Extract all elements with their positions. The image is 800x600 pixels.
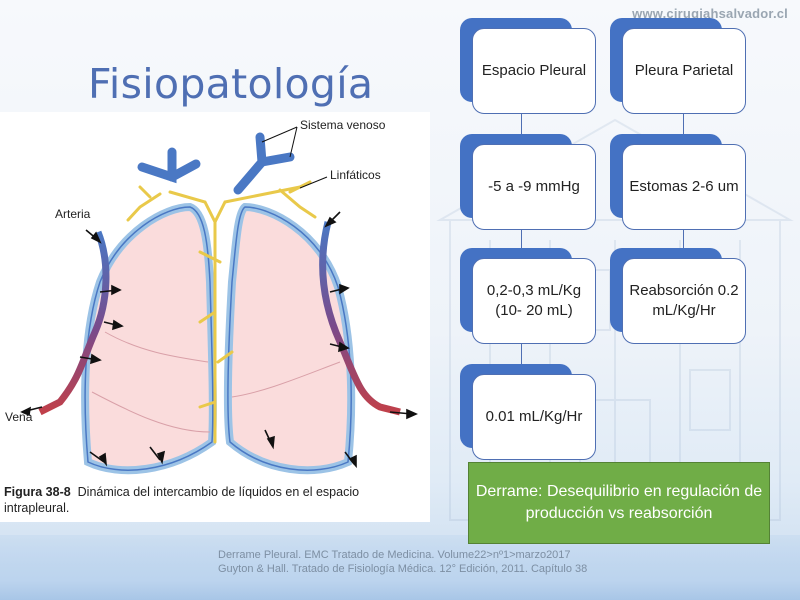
box-produccion: 0.01 mL/Kg/Hr — [472, 374, 596, 460]
right-lung-pleura-line — [227, 206, 352, 471]
box-text: 0,2-0,3 mL/Kg (10- 20 mL) — [486, 282, 582, 319]
venous-system — [137, 132, 295, 195]
reference-1: Derrame Pleural. EMC Tratado de Medicina… — [218, 549, 571, 561]
lung-illustration — [20, 126, 418, 475]
box-reabsorcion: Reabsorción 0.2 mL/Kg/Hr — [622, 258, 746, 344]
slide-title: Fisiopatología — [88, 60, 374, 108]
pleura-figure: Sistema venoso Linfáticos Arteria Vena F… — [0, 112, 430, 522]
box-text: -5 a -9 mmHg — [488, 178, 580, 195]
left-artery — [38, 230, 110, 416]
box-estomas: Estomas 2-6 um — [622, 144, 746, 230]
conclusion-box: Derrame: Desequilibrio en regulación de … — [468, 462, 770, 544]
reference-2: Guyton & Hall. Tratado de Fisiología Méd… — [218, 563, 588, 575]
site-url[interactable]: www.cirugiahsalvador.cl — [632, 6, 788, 21]
box-text: Estomas 2-6 um — [629, 178, 739, 195]
left-connector — [521, 30, 522, 430]
lymphatic-vessels — [126, 180, 317, 444]
references: Derrame Pleural. EMC Tratado de Medicina… — [218, 548, 587, 576]
right-artery — [319, 221, 401, 416]
box-text: Reabsorción 0.2 mL/Kg/Hr — [629, 282, 739, 319]
bottom-band — [0, 535, 800, 600]
box-text: 0.01 mL/Kg/Hr — [485, 408, 583, 425]
box-pleura-parietal: Pleura Parietal — [622, 28, 746, 114]
box-text: Pleura Parietal — [634, 62, 734, 79]
box-presion: -5 a -9 mmHg — [472, 144, 596, 230]
box-espacio-pleural: Espacio Pleural — [472, 28, 596, 114]
box-volumen: 0,2-0,3 mL/Kg (10- 20 mL) — [472, 258, 596, 344]
label-sistema-venoso: Sistema venoso — [300, 118, 386, 132]
figure-caption: Figura 38-8 Dinámica del intercambio de … — [4, 484, 424, 516]
label-linfaticos: Linfáticos — [330, 168, 381, 182]
caption-text: Dinámica del intercambio de líquidos en … — [4, 485, 360, 515]
right-lung — [223, 202, 356, 475]
conclusion-text: Derrame: Desequilibrio en regulación de … — [475, 483, 763, 522]
box-text: Espacio Pleural — [481, 62, 587, 79]
label-vena: Vena — [5, 410, 33, 424]
label-arteria: Arteria — [55, 207, 91, 221]
flow-arrows — [20, 211, 418, 469]
caption-number: Figura 38-8 — [4, 485, 71, 499]
